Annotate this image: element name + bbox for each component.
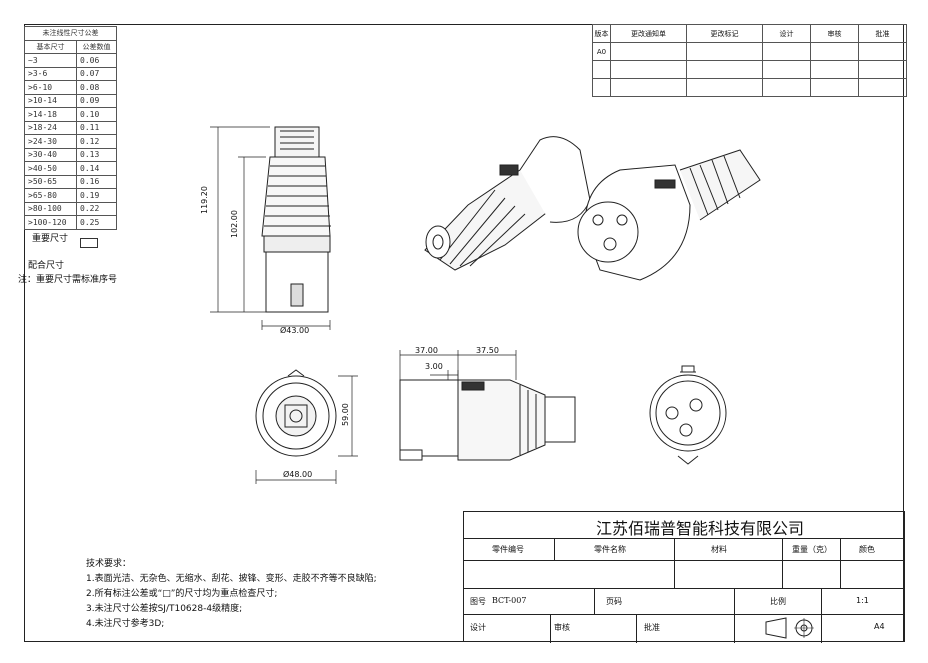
requirement-item: 4.未注尺寸参考3D; [86,619,165,629]
scale-value: 1:1 [856,596,869,605]
plug-side-view [261,126,331,313]
drawing-no-label: 图号 [470,597,486,606]
scale-label: 比例 [770,597,786,606]
projection-symbol [765,617,814,639]
plug-bottom-view [255,369,337,457]
design-label: 设计 [470,623,486,632]
dim-d43: Ø43.00 [280,326,310,335]
plug-face-view [649,365,727,465]
dim-59: 59.00 [341,403,350,426]
requirement-item: 1.表面光洁、无杂色、无缩水、刮花、披锋、变形、走胶不齐等不良缺陷; [86,574,377,584]
dim-102: 102.00 [230,210,239,238]
dimension-lines [210,126,517,484]
part-no-label: 零件编号 [492,545,524,554]
dim-3: 3.00 [425,362,443,371]
dim-d48: Ø48.00 [283,470,313,479]
company-name: 江苏佰瑞普智能科技有限公司 [596,519,805,538]
part-name-label: 零件名称 [594,545,626,554]
drawing-no: BCT-007 [492,596,527,605]
important-dim-box [80,238,98,248]
approve-label: 批准 [644,623,660,632]
page-label: 页码 [606,597,622,606]
review-label: 审核 [554,623,570,632]
material-label: 材料 [711,545,727,554]
revision-table: 版本 更改通知单 更改标记 设计 审核 批准 A0 [592,24,907,97]
plug-iso-view-left [424,136,591,271]
color-label: 颜色 [859,545,875,554]
requirement-item: 2.所有标注公差或“□”的尺寸均为重点检查尺寸; [86,589,278,599]
sheet-size: A4 [874,622,885,631]
dim-37-5: 37.50 [476,346,499,355]
plug-front-side-view [399,379,576,461]
requirement-item: 3.未注尺寸公差按SJ/T10628-4级精度; [86,604,243,614]
important-dim-label: 重要尺寸 [31,234,68,244]
fit-dim-label: 配合尺寸 [28,261,65,271]
dim-119: 119.20 [200,186,209,214]
tech-requirements: 技术要求： 1.表面光洁、无杂色、无缩水、刮花、披锋、变形、走胶不齐等不良缺陷;… [86,557,377,632]
col-header: 公差数值 [76,39,117,54]
plug-iso-view-right [577,149,761,281]
title-block: 江苏佰瑞普智能科技有限公司 零件编号 零件名称 材料 重量（克） 颜色 图号 B… [463,511,905,643]
weight-label: 重量（克） [792,545,832,554]
requirements-title: 技术要求： [86,559,132,569]
tolerance-note: 注：重要尺寸需标准序号 [18,275,118,285]
tolerance-value: 0.25 [76,215,117,230]
tolerance-table-title: 未注线性尺寸公差 [24,26,117,41]
dim-37: 37.00 [415,346,438,355]
